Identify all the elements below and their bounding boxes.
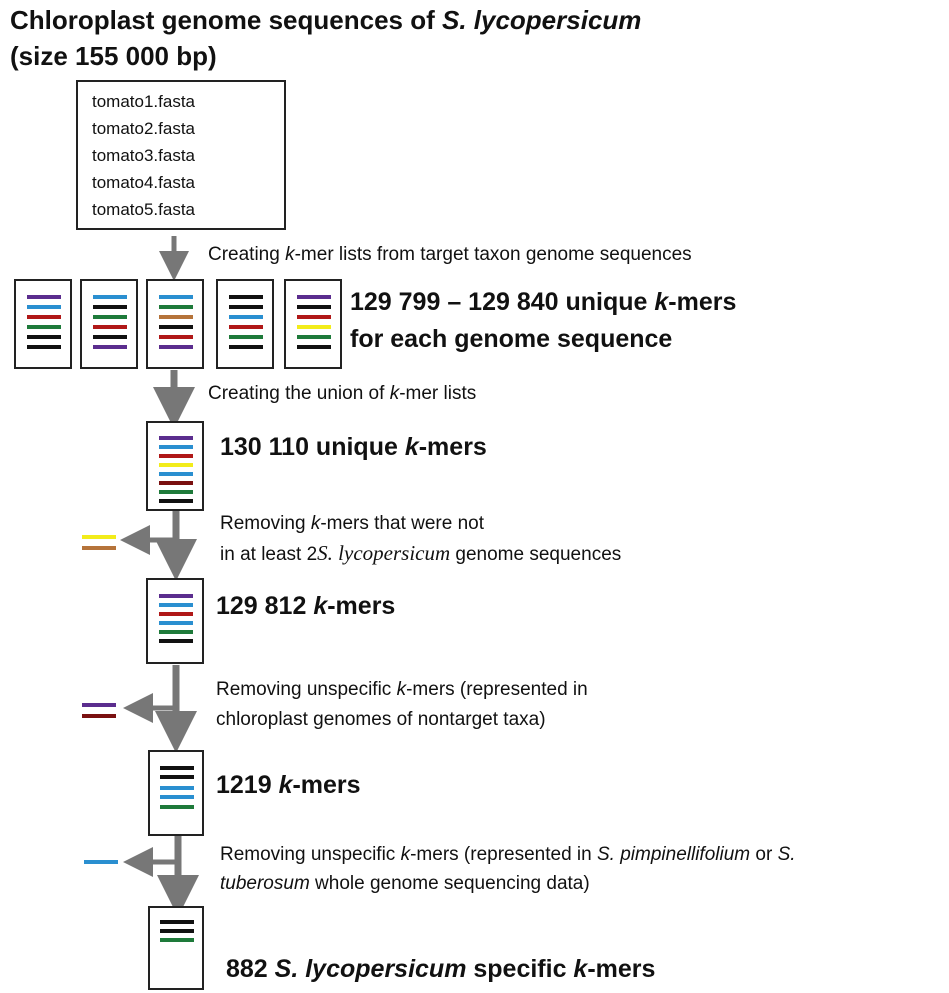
result-per-genome-line1: 129 799 – 129 840 unique k-mers (350, 288, 737, 316)
kmer-bar (159, 603, 193, 607)
kmer-bar (160, 775, 194, 779)
kmer-bar (159, 335, 193, 339)
kmer-bar (93, 345, 127, 349)
kmer-shared-doc (146, 578, 204, 664)
kmer-bar (159, 630, 193, 634)
kmer-union-doc (146, 421, 204, 511)
result-per-genome-line2: for each genome sequence (350, 325, 673, 353)
removed-kmer-bar (82, 714, 116, 718)
kmer-bar (297, 345, 331, 349)
kmer-bar (159, 325, 193, 329)
kmer-bar (159, 499, 193, 503)
kmer-bar (27, 345, 61, 349)
kmer-bar (160, 766, 194, 770)
kmer-bar (297, 335, 331, 339)
kmer-bar (159, 345, 193, 349)
removed-kmer-bar (82, 703, 116, 707)
step-remove-nontarget-line2: chloroplast genomes of nontarget taxa) (216, 709, 546, 730)
result-chloroplast-specific: 1219 k-mers (216, 771, 361, 799)
kmer-bar (159, 481, 193, 485)
kmer-bar (160, 938, 194, 942)
step-remove-shared-line2: in at least 2S. lycopersicum genome sequ… (220, 541, 622, 565)
step-remove-nontarget-line1: Removing unspecific k-mers (represented … (216, 679, 588, 700)
kmer-bar (159, 463, 193, 467)
kmer-bar (159, 621, 193, 625)
kmer-bar (160, 805, 194, 809)
kmer-bar (93, 315, 127, 319)
kmer-bar (159, 639, 193, 643)
removed-kmer-bar (82, 535, 116, 539)
title-species: S. lycopersicum (441, 5, 642, 35)
kmer-bar (229, 345, 263, 349)
kmer-bar (297, 305, 331, 309)
step-remove-wgs-line1: Removing unspecific k-mers (represented … (220, 844, 796, 865)
kmer-bar (27, 315, 61, 319)
kmer-bar (159, 612, 193, 616)
kmer-specific-doc (148, 750, 204, 836)
file-item: tomato4.fasta (92, 173, 196, 192)
result-shared: 129 812 k-mers (216, 592, 396, 620)
kmer-bar (159, 454, 193, 458)
removed-kmer-bar (82, 546, 116, 550)
kmer-bar (27, 295, 61, 299)
kmer-bar (159, 315, 193, 319)
kmer-bar (297, 325, 331, 329)
kmer-bar (159, 436, 193, 440)
kmer-bar (160, 795, 194, 799)
kmer-list-doc-5 (284, 279, 342, 369)
result-final: 882 S. lycopersicum specific k-mers (226, 955, 656, 983)
kmer-bar (159, 490, 193, 494)
file-item: tomato5.fasta (92, 200, 196, 219)
removed-kmer-bar (84, 860, 118, 864)
kmer-bar (229, 305, 263, 309)
file-item: tomato1.fasta (92, 92, 196, 111)
kmer-list-doc-1 (14, 279, 72, 369)
kmer-bar (159, 305, 193, 309)
file-item: tomato2.fasta (92, 119, 196, 138)
kmer-final-doc (148, 906, 204, 990)
kmer-bar (159, 472, 193, 476)
kmer-bar (27, 335, 61, 339)
kmer-bar (93, 325, 127, 329)
kmer-bar (27, 305, 61, 309)
kmer-list-doc-4 (216, 279, 274, 369)
kmer-bar (159, 594, 193, 598)
step-union: Creating the union of k-mer lists (208, 383, 477, 404)
fasta-file-list: tomato1.fasta tomato2.fasta tomato3.fast… (76, 80, 286, 230)
title-text: Chloroplast genome sequences of (10, 5, 442, 35)
step-remove-shared-line1: Removing k-mers that were not (220, 513, 484, 534)
kmer-bar (229, 315, 263, 319)
file-item: tomato3.fasta (92, 146, 196, 165)
kmer-bar (93, 305, 127, 309)
step-remove-wgs-line2: tuberosum whole genome sequencing data) (220, 873, 590, 894)
step-create-lists: Creating k-mer lists from target taxon g… (208, 244, 692, 265)
kmer-bar (297, 315, 331, 319)
result-union: 130 110 unique k-mers (220, 433, 487, 461)
diagram-title: Chloroplast genome sequences of S. lycop… (10, 4, 641, 36)
kmer-bar (229, 295, 263, 299)
diagram-subtitle: (size 155 000 bp) (10, 41, 217, 71)
kmer-list-doc-3 (146, 279, 204, 369)
kmer-bar (229, 335, 263, 339)
kmer-bar (160, 920, 194, 924)
kmer-bar (27, 325, 61, 329)
kmer-bar (160, 929, 194, 933)
kmer-bar (93, 335, 127, 339)
kmer-bar (160, 786, 194, 790)
kmer-bar (93, 295, 127, 299)
kmer-bar (297, 295, 331, 299)
kmer-bar (159, 295, 193, 299)
kmer-list-doc-2 (80, 279, 138, 369)
kmer-bar (229, 325, 263, 329)
kmer-bar (159, 445, 193, 449)
